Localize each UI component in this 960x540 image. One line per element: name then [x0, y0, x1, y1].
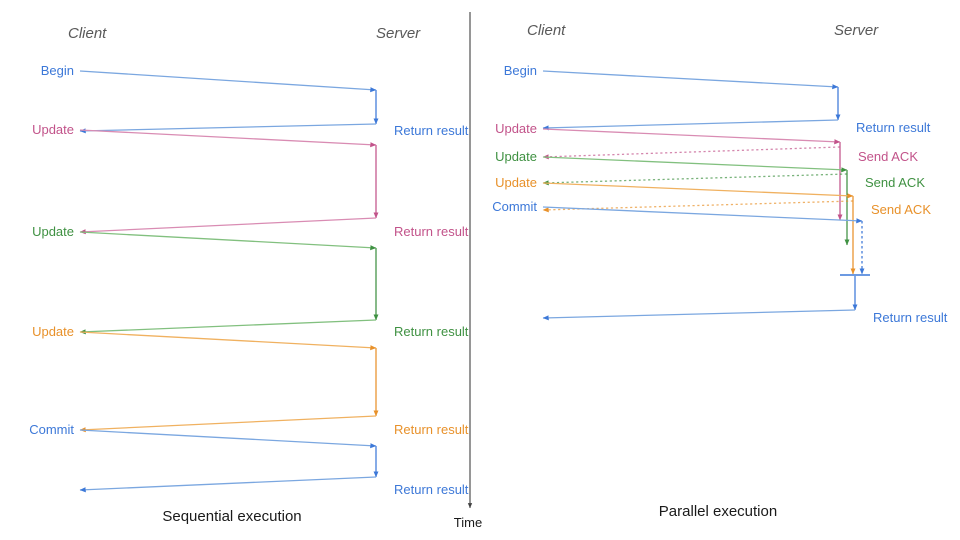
- message-label-begin: Begin: [41, 63, 74, 78]
- panel-caption-parallel: Parallel execution: [659, 503, 777, 520]
- message-arrow-update: [79, 331, 377, 351]
- message-label-send-ack: Send ACK: [858, 149, 918, 164]
- message-label-update: Update: [495, 121, 537, 136]
- message-arrow-update: [79, 231, 377, 251]
- message-label-return-result: Return result: [394, 224, 469, 239]
- client-lane-title: Client: [68, 25, 107, 42]
- message-label-update: Update: [32, 122, 74, 137]
- client-lane-title: Client: [527, 22, 566, 39]
- message-label-commit: Commit: [29, 422, 74, 437]
- message-arrow-send-ack: [542, 200, 854, 213]
- message-label-commit: Commit: [492, 199, 537, 214]
- message-arrow-return-result: [542, 309, 856, 321]
- message-arrow-send-ack: [542, 173, 848, 186]
- panel-caption-sequential: Sequential execution: [162, 508, 301, 525]
- message-arrow-update: [542, 182, 854, 199]
- message-arrow-commit: [79, 429, 377, 449]
- message-arrow-return-result: [79, 123, 377, 134]
- time-axis-layer: Time: [454, 12, 482, 530]
- message-arrow-return-result: [79, 319, 377, 335]
- message-arrow-return-result: [79, 476, 377, 493]
- message-arrow-begin: [542, 70, 839, 90]
- message-arrow-begin: [79, 70, 377, 93]
- message-label-return-result: Return result: [394, 324, 469, 339]
- message-label-return-result: Return result: [856, 120, 931, 135]
- server-lane-title: Server: [376, 25, 421, 42]
- message-label-update: Update: [495, 149, 537, 164]
- message-arrow-return-result: [79, 415, 377, 433]
- message-arrow-update: [79, 129, 377, 148]
- message-label-send-ack: Send ACK: [865, 175, 925, 190]
- message-arrow-return-result: [542, 119, 839, 131]
- message-arrow-return-result: [79, 217, 377, 235]
- server-lane-title: Server: [834, 22, 879, 39]
- message-arrow-send-ack: [542, 146, 841, 160]
- message-arrow-update: [542, 128, 841, 145]
- message-label-return-result: Return result: [394, 123, 469, 138]
- message-label-update: Update: [495, 175, 537, 190]
- message-label-send-ack: Send ACK: [871, 202, 931, 217]
- message-arrow-commit: [542, 206, 863, 224]
- message-label-begin: Begin: [504, 63, 537, 78]
- message-label-update: Update: [32, 324, 74, 339]
- message-label-return-result: Return result: [873, 310, 948, 325]
- time-axis-label: Time: [454, 515, 482, 530]
- message-arrow-update: [542, 156, 848, 173]
- message-label-update: Update: [32, 224, 74, 239]
- message-label-return-result: Return result: [394, 482, 469, 497]
- message-label-return-result: Return result: [394, 422, 469, 437]
